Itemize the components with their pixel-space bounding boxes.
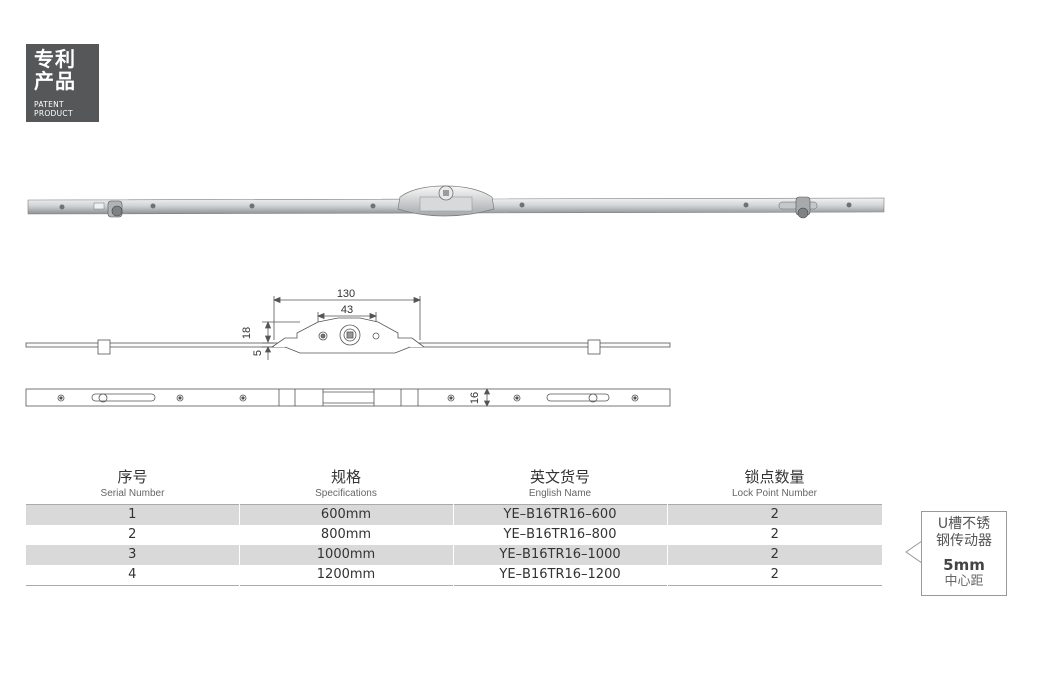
- header-specifications: 规格 Specifications: [239, 468, 453, 505]
- badge-cn-line1: 专利: [34, 47, 76, 71]
- badge-en-line1: PATENT: [34, 100, 64, 109]
- product-photo: [27, 185, 885, 219]
- badge-en-line2: PRODUCT: [34, 109, 73, 118]
- table-cell: YE–B16TR16–1000: [452, 545, 667, 565]
- side-view-drawing: [25, 296, 671, 360]
- header-cn: 规格: [330, 468, 361, 486]
- table-cell: 1200mm: [238, 565, 453, 586]
- table-cell: 2: [666, 525, 882, 545]
- table-cell: 800mm: [238, 525, 453, 545]
- header-en: Lock Point Number: [731, 488, 818, 499]
- table-row: 1 600mm YE–B16TR16–600 2: [26, 504, 882, 525]
- header-en: English Name: [528, 488, 592, 499]
- table-cell: 2: [128, 527, 137, 542]
- table-cell: YE–B16TR16–600: [452, 504, 667, 525]
- header-cn: 英文货号: [529, 468, 590, 486]
- table-cell: 1000mm: [238, 545, 453, 565]
- badge-en-text: PATENT PRODUCT: [34, 100, 73, 118]
- table-cell: YE–B16TR16–1200: [452, 565, 667, 586]
- table-header-row: 序号 Serial Number 规格 Specifications 英文货号 …: [26, 468, 882, 505]
- table-cell: 4: [128, 567, 137, 582]
- table-cell: YE–B16TR16–800: [452, 525, 667, 545]
- header-english-name: 英文货号 English Name: [453, 468, 667, 505]
- table-row: 4 1200mm YE–B16TR16–1200 2: [26, 565, 882, 586]
- dim-130-label: 130: [337, 288, 355, 300]
- product-drawings: 130 43 18 5 16: [25, 185, 885, 407]
- patent-badge: 专利 产品 PATENT PRODUCT: [26, 44, 99, 122]
- dim-16-label: 16: [469, 392, 481, 404]
- header-cn: 序号: [117, 468, 148, 486]
- dim-18-label: 18: [241, 327, 253, 339]
- table-cell: 2: [666, 545, 882, 565]
- header-en: Specifications: [315, 488, 377, 499]
- top-view-drawing: [25, 388, 671, 407]
- badge-cn-line2: 产品: [34, 69, 76, 93]
- dim-5-label: 5: [252, 350, 264, 356]
- callout-spacing-value: 5mm: [943, 556, 985, 574]
- table-cell: 2: [666, 504, 882, 525]
- table-cell: 3: [26, 545, 239, 565]
- spec-table: 序号 Serial Number 规格 Specifications 英文货号 …: [26, 468, 882, 586]
- badge-cn-text: 专利 产品: [34, 48, 76, 92]
- table-cell: 1: [26, 504, 239, 525]
- header-en: Serial Number: [100, 488, 165, 499]
- callout-box: U槽不锈 钢传动器 5mm 中心距: [921, 511, 1007, 596]
- table-row: 2 800mm YE–B16TR16–800 2: [26, 525, 882, 545]
- dim-43-label: 43: [341, 304, 353, 316]
- callout-line2: 钢传动器: [936, 533, 992, 549]
- table-cell: 2: [666, 565, 882, 586]
- table-cell: 600mm: [238, 504, 453, 525]
- header-lock-point-number: 锁点数量 Lock Point Number: [667, 468, 882, 505]
- callout-line4: 中心距: [944, 574, 984, 589]
- header-serial-number: 序号 Serial Number: [26, 468, 239, 505]
- header-cn: 锁点数量: [744, 468, 805, 486]
- callout-line1: U槽不锈: [937, 516, 991, 532]
- table-row: 3 1000mm YE–B16TR16–1000 2: [26, 545, 882, 565]
